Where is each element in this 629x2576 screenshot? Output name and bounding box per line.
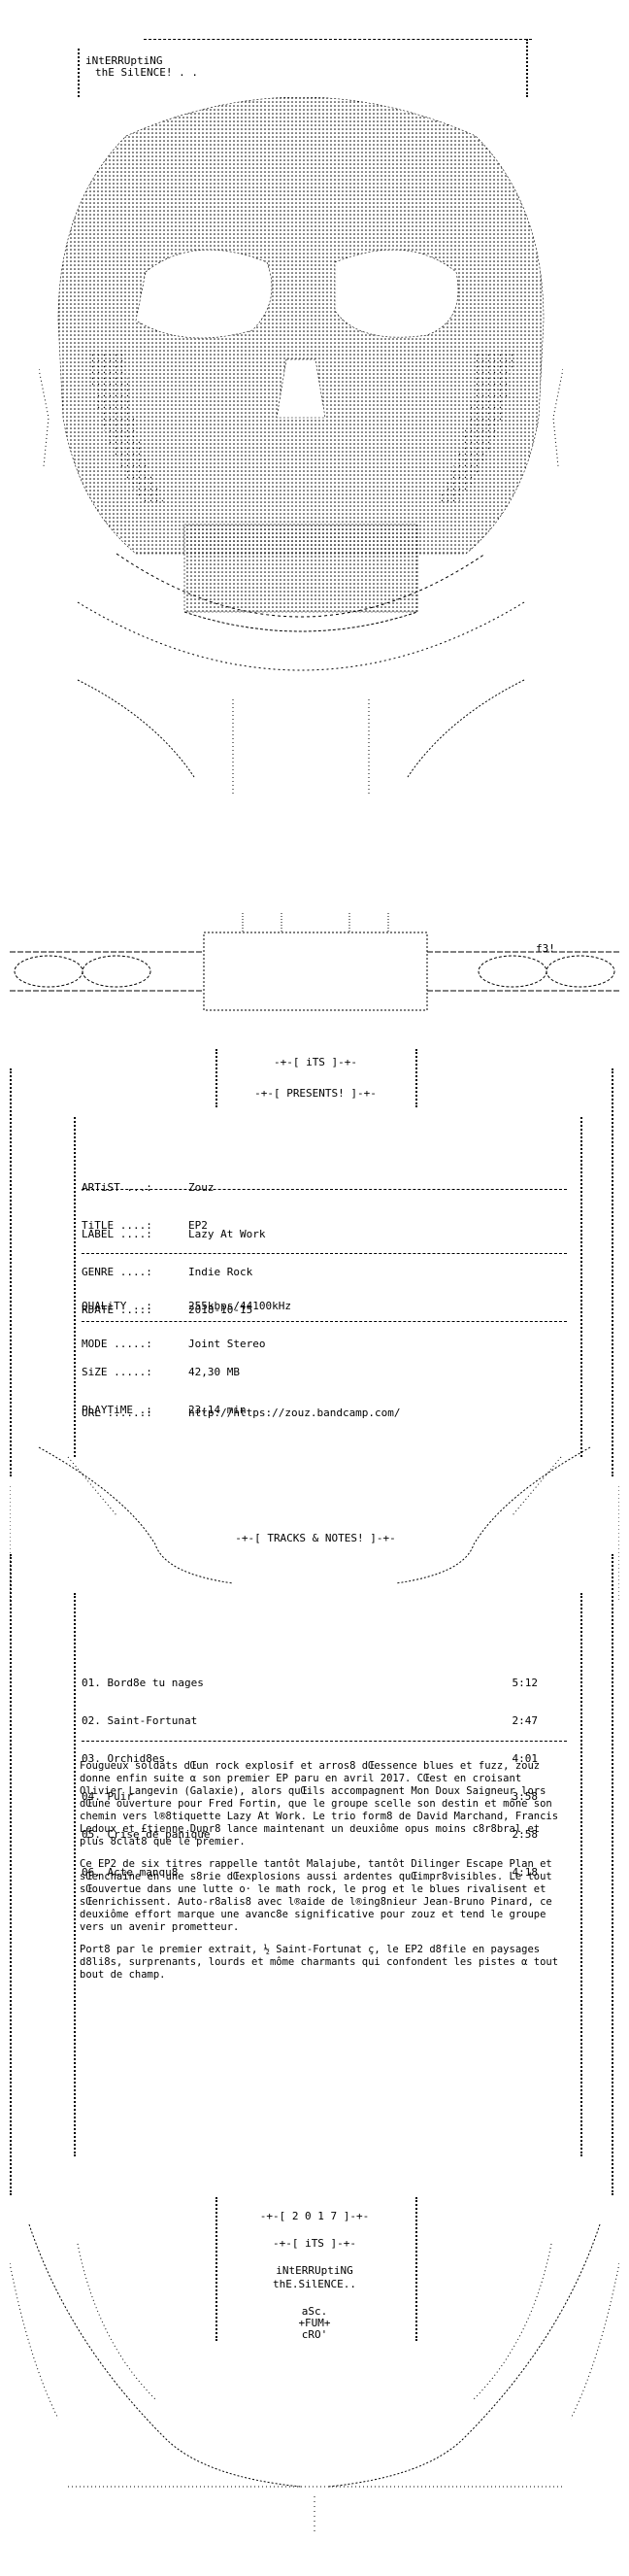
notes-paragraph: Port8 par le premier extrait, ½ Saint-Fo… (80, 1944, 559, 1981)
its-label: -+-[ iTS ]-+- (273, 1056, 358, 1068)
info-frame (74, 1117, 582, 1457)
track-row: 06. Acte manqu8 4:18 (82, 1866, 538, 1879)
bottom-ornament-art (10, 2223, 619, 2535)
info-row: SiZE .....: 42,30 MB (82, 1366, 247, 1378)
track-row: 04. Puir 3:58 (82, 1790, 538, 1803)
credit-line2: +FUM+ (298, 2317, 331, 2329)
notes-paragraph: Ce EP2 de six titres rappelle tantôt Mal… (80, 1858, 552, 1933)
left-border-art (10, 1068, 50, 1476)
info-key: QUALiTY ..: (82, 1300, 152, 1312)
track-time: 2:47 (512, 1714, 539, 1727)
track-row: 02. Saint-Fortunat 2:47 (82, 1714, 538, 1727)
track-row: 01. Bord8e tu nages 5:12 (82, 1677, 538, 1689)
footer-frame (215, 2197, 417, 2341)
info-row: MODE .....: Joint Stereo (82, 1338, 291, 1350)
info-value: Indie Rock (188, 1266, 253, 1278)
header-name-line2: thE SilENCE! . . (95, 66, 198, 79)
info-block-1: ARTiST ...: Zouz TiTLE ....: EP2 (82, 1156, 215, 1244)
track-title: 05. Crise de panique (82, 1828, 211, 1841)
credit-line1: aSc. (301, 2305, 328, 2318)
info-key: ARTiST ...: (82, 1181, 152, 1194)
footer-name-line2: thE.SilENCE.. (272, 2278, 357, 2290)
tracks-right-art (582, 1554, 613, 2195)
info-row: LABEL ....: Lazy At Work (82, 1228, 265, 1240)
track-title: 06. Acte manqu8 (82, 1866, 179, 1879)
info-key: LABEL ....: (82, 1228, 152, 1240)
info-row: TiTLE ....: EP2 (82, 1219, 215, 1232)
track-list: 01. Bord8e tu nages 5:12 02. Saint-Fortun… (82, 1651, 538, 1891)
divider (82, 1321, 567, 1322)
info-value: 23:14 min (188, 1404, 247, 1416)
footer-name-line1: iNtERRUptiNG (276, 2264, 353, 2277)
url-row: URL ......: http://https://zouz.bandcamp.… (82, 1381, 401, 1432)
info-key: TiTLE ....: (82, 1219, 152, 1232)
chain-art (10, 913, 619, 1011)
info-key: MODE .....: (82, 1338, 152, 1350)
tracks-frame (74, 1593, 582, 2156)
info-value: 255kbps/44100kHz (188, 1300, 291, 1312)
info-value: 2018-10-15 (188, 1304, 253, 1316)
presents-frame (215, 1049, 417, 1107)
tracks-left-art (10, 1554, 50, 2195)
its-bottom-label: -+-[ iTS ]-+- (272, 2237, 357, 2250)
info-value: 42,30 MB (188, 1366, 240, 1378)
tracks-notes-label: -+-[ TRACKS & NOTES! ]-+- (235, 1532, 396, 1544)
presents-label: -+-[ PRESENTS! ]-+- (254, 1087, 377, 1100)
header-frame (78, 49, 536, 97)
info-value: Zouz (188, 1181, 215, 1194)
info-key: PLAYTiME .: (82, 1404, 152, 1416)
info-row: QUALiTY ..: 255kbps/44100kHz (82, 1300, 291, 1312)
info-row: GENRE ....: Indie Rock (82, 1266, 265, 1278)
track-title: 04. Puir (82, 1790, 133, 1803)
divider (82, 1741, 567, 1742)
info-value: Lazy At Work (188, 1228, 266, 1240)
info-key: GENRE ....: (82, 1266, 152, 1278)
credit-line3: cRO' (301, 2328, 328, 2341)
header-name-line1: iNtERRUptiNG (85, 54, 163, 67)
tag-label: f3! (536, 942, 555, 955)
divider (82, 1253, 567, 1254)
info-block-2: LABEL ....: Lazy At Work GENRE ....: Indie… (82, 1203, 265, 1329)
track-title: 02. Saint-Fortunat (82, 1714, 198, 1727)
divider (82, 1189, 567, 1190)
header-frame-right (524, 39, 528, 97)
right-border-art (582, 1068, 613, 1476)
url-link[interactable]: http://https://zouz.bandcamp.com/ (188, 1407, 401, 1419)
tracks-banner-art (10, 1446, 619, 1603)
info-row: RDATE ....: 2018-10-15 (82, 1304, 265, 1316)
track-row: 05. Crise de panique 2:58 (82, 1828, 538, 1841)
info-block-3: QUALiTY ..: 255kbps/44100kHz MODE .....: J… (82, 1274, 291, 1363)
year-label: -+-[ 2 0 1 7 ]-+- (259, 2210, 370, 2222)
url-key: URL ......: (82, 1407, 152, 1419)
track-time: 3:58 (512, 1790, 539, 1803)
info-value: EP2 (188, 1219, 208, 1232)
release-notes: Fougueux soldats dŒun rock explosif et a… (80, 1760, 565, 1991)
skull-art (39, 97, 563, 797)
info-row: ARTiST ...: Zouz (82, 1181, 215, 1194)
track-row: 03. Orchid8es 4:01 (82, 1752, 538, 1765)
info-key: RDATE ....: (82, 1304, 152, 1316)
notes-paragraph: Fougueux soldats dŒun rock explosif et a… (80, 1760, 559, 1847)
track-time: 4:18 (512, 1866, 539, 1879)
track-title: 03. Orchid8es (82, 1752, 166, 1765)
track-time: 5:12 (512, 1677, 539, 1689)
info-row: PLAYTiME .: 23:14 min (82, 1404, 247, 1416)
track-title: 01. Bord8e tu nages (82, 1677, 204, 1689)
track-time: 2:58 (512, 1828, 539, 1841)
header-rule (144, 39, 532, 40)
info-key: SiZE .....: (82, 1366, 152, 1378)
info-block-4: SiZE .....: 42,30 MB PLAYTiME .: 23:14 min (82, 1340, 247, 1429)
track-time: 4:01 (512, 1752, 539, 1765)
info-value: Joint Stereo (188, 1338, 266, 1350)
